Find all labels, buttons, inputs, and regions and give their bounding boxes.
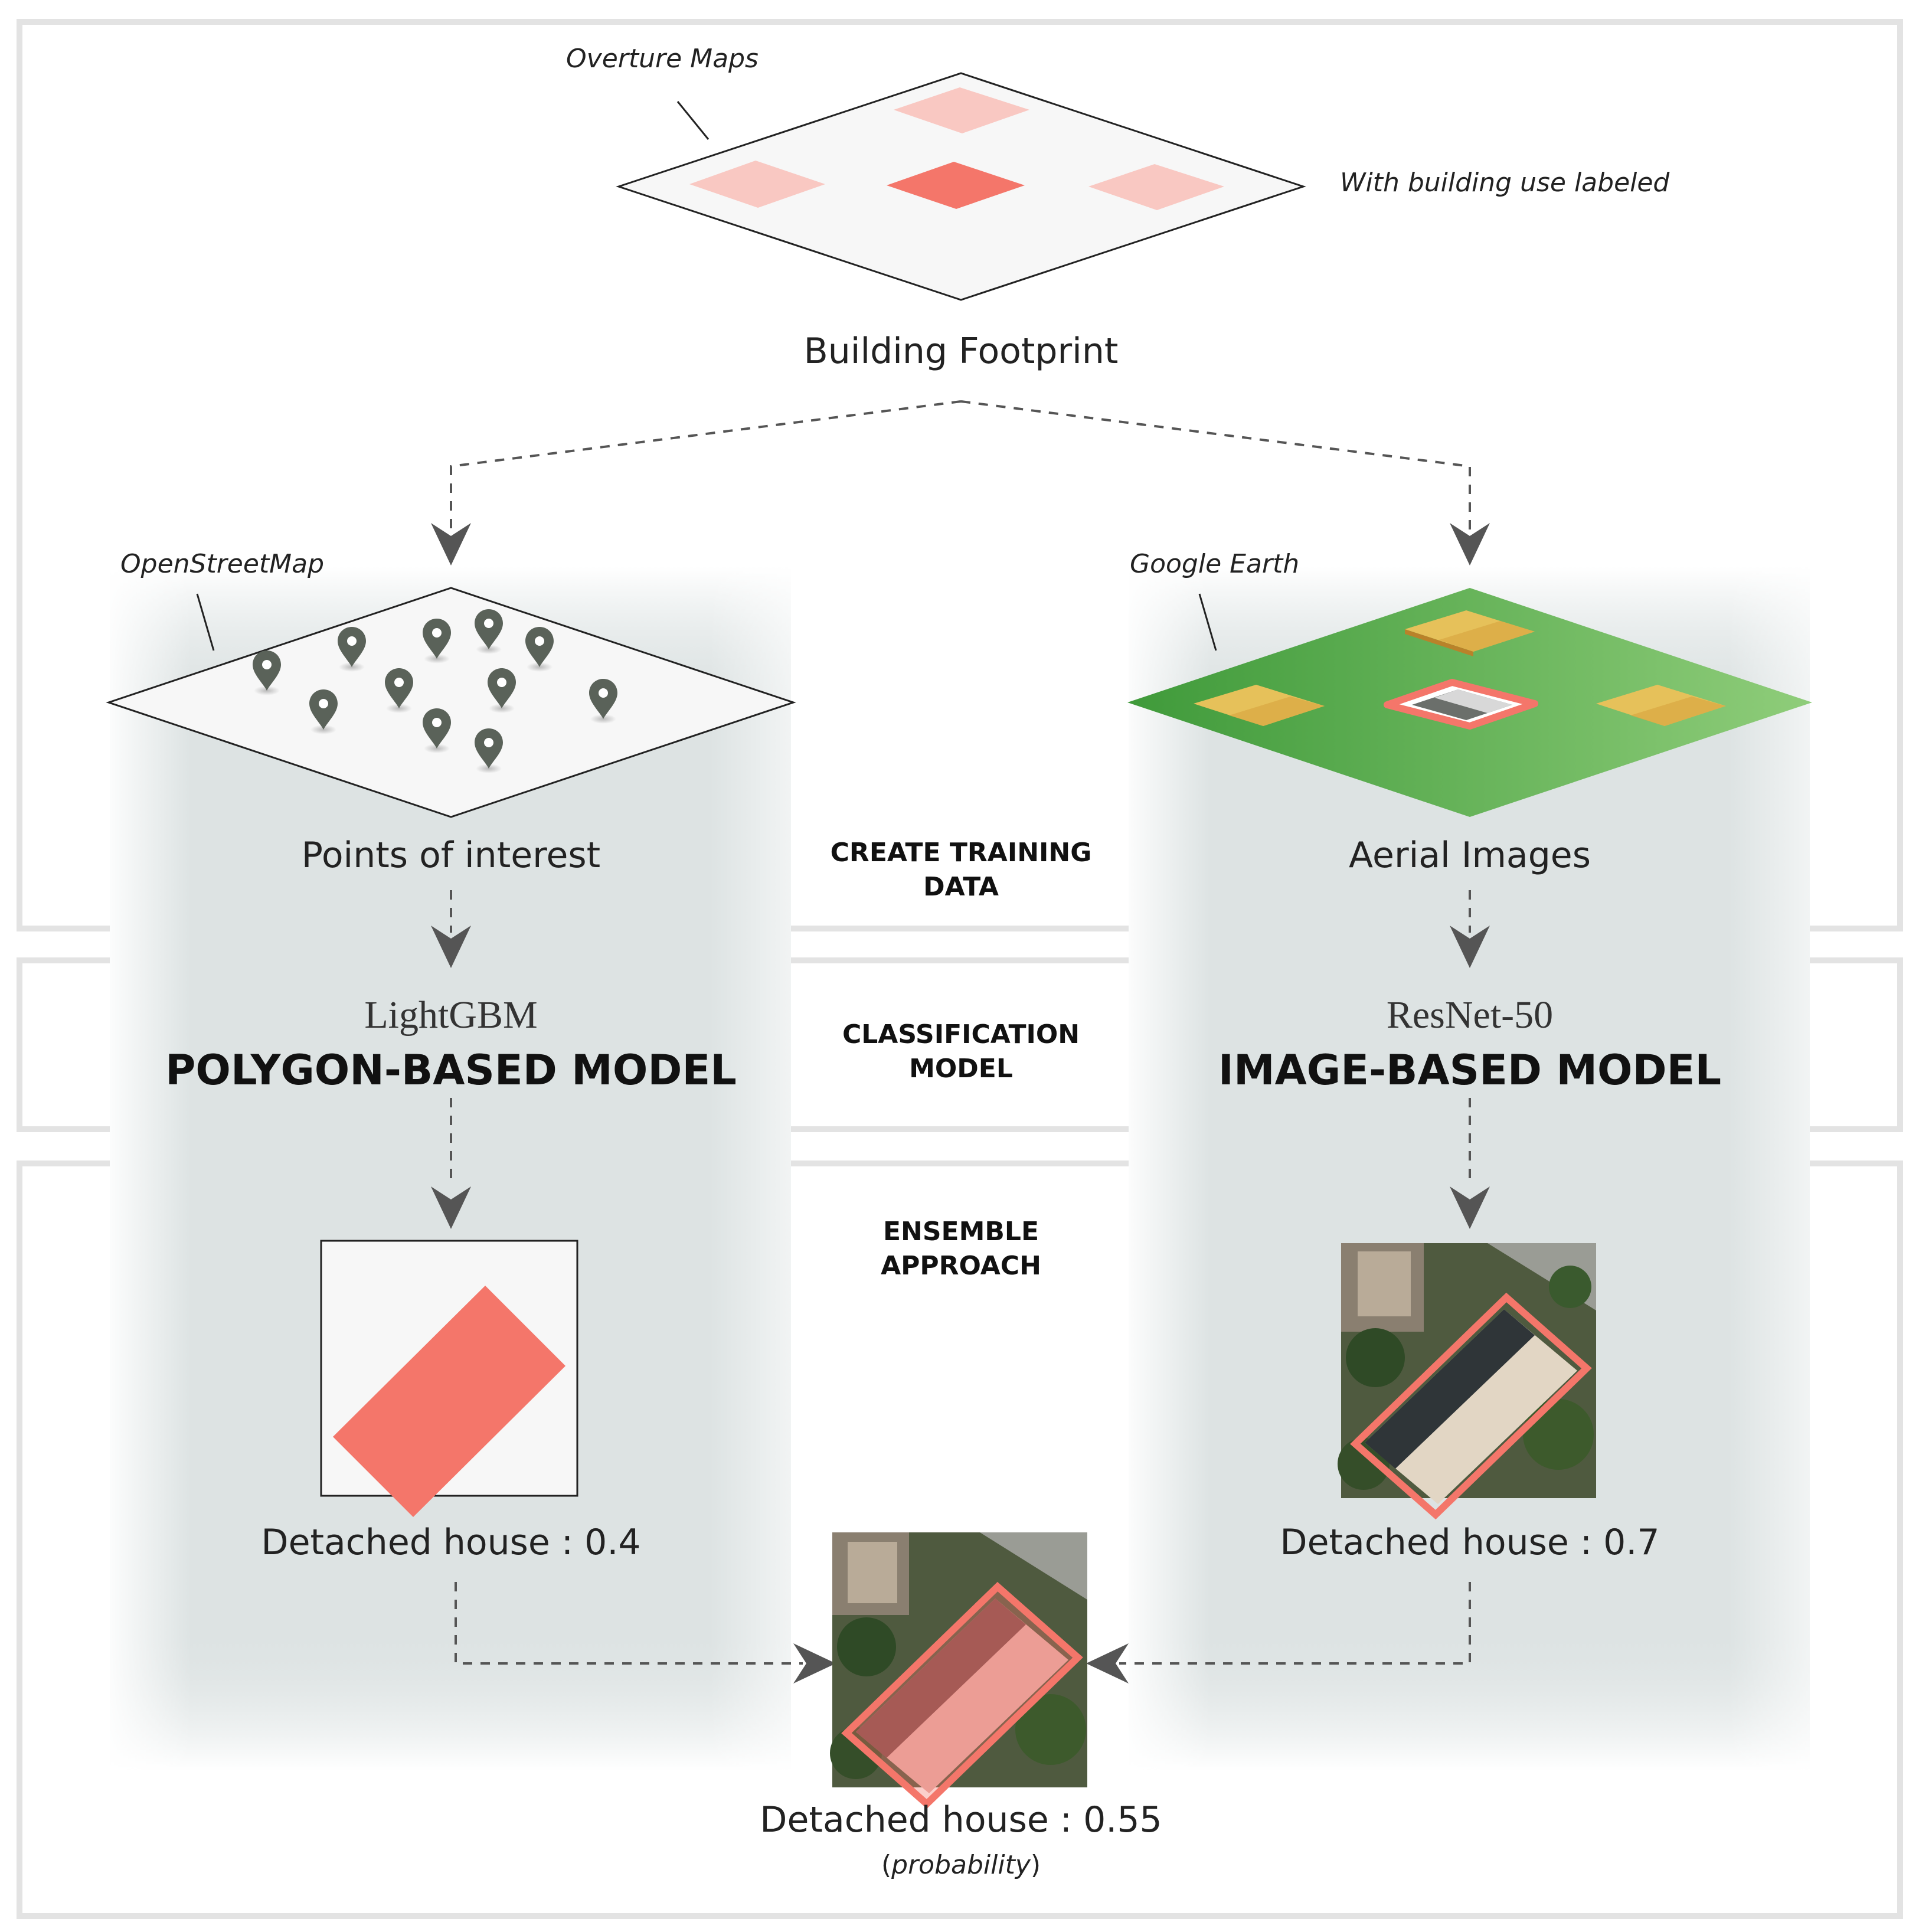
stage-line: DATA: [923, 872, 999, 902]
stage-line: CLASSIFICATION: [842, 1019, 1080, 1050]
points-of-interest-layer: [106, 587, 796, 818]
map-pin-icon: [475, 728, 503, 773]
stage-line: CREATE TRAINING: [830, 838, 1092, 868]
polygon-based-model-title: POLYGON-BASED MODEL: [165, 1046, 737, 1094]
building-footprint-layer: [616, 72, 1306, 301]
map-pin-icon: [589, 679, 617, 724]
arrow-down-icon: [431, 523, 471, 565]
map-pin-icon: [385, 668, 413, 713]
overture-maps-label: Overture Maps: [566, 44, 759, 74]
frame-create-training-data: [17, 19, 1903, 931]
osm-leader-line: [196, 593, 215, 651]
probability-note-text: probability: [891, 1850, 1031, 1880]
points-of-interest-label: Points of interest: [301, 835, 601, 876]
ensemble-output-photo: [830, 1532, 1087, 1809]
aerial-images-layer: [1127, 588, 1812, 817]
polygon-output-image: [320, 1240, 578, 1517]
map-pin-icon: [488, 668, 516, 713]
probability-note-close: ): [1030, 1850, 1041, 1880]
stage-create-training-data: CREATE TRAINING DATA: [831, 836, 1092, 904]
target-building: [1384, 679, 1538, 730]
building-use-note: With building use labeled: [1340, 168, 1670, 198]
ensemble-result: Detached house : 0.55: [760, 1799, 1162, 1841]
google-earth-label: Google Earth: [1130, 549, 1300, 579]
roof-left: [1194, 685, 1325, 726]
polygon-model-result: Detached house : 0.4: [261, 1522, 641, 1563]
frame-classification-model: [17, 957, 1903, 1132]
image-model-result: Detached house : 0.7: [1280, 1522, 1660, 1563]
building-footprint-title: Building Footprint: [803, 331, 1119, 372]
map-pin-icon: [338, 627, 366, 672]
stage-line: MODEL: [909, 1054, 1013, 1084]
openstreetmap-label: OpenStreetMap: [120, 549, 325, 579]
stage-line: ENSEMBLE: [882, 1217, 1039, 1247]
stage-classification-model: CLASSIFICATION MODEL: [842, 1018, 1080, 1086]
connectors: [450, 400, 1471, 1665]
overture-leader-line: [676, 101, 710, 140]
map-pin-icon: [423, 619, 451, 663]
map-pin-icon: [525, 627, 554, 672]
map-pin-icon: [475, 609, 503, 654]
map-pin-icon: [253, 650, 281, 695]
stage-line: APPROACH: [881, 1251, 1041, 1281]
resnet-50-label: ResNet-50: [1386, 993, 1554, 1037]
stage-ensemble-approach: ENSEMBLE APPROACH: [881, 1215, 1041, 1283]
roof-right: [1596, 685, 1726, 726]
image-output-photo: [1338, 1243, 1596, 1520]
roof-top: [1405, 610, 1535, 656]
map-pin-icon: [423, 708, 451, 753]
probability-note: (probability): [881, 1850, 1041, 1880]
frame-ensemble-approach: [17, 1160, 1903, 1919]
aerial-images-label: Aerial Images: [1349, 835, 1591, 876]
google-earth-leader-line: [1198, 593, 1217, 651]
lightgbm-label: LightGBM: [364, 993, 538, 1037]
map-pin-icon: [309, 689, 338, 734]
image-based-model-title: IMAGE-BASED MODEL: [1218, 1046, 1722, 1094]
probability-note-open: (: [881, 1850, 892, 1880]
